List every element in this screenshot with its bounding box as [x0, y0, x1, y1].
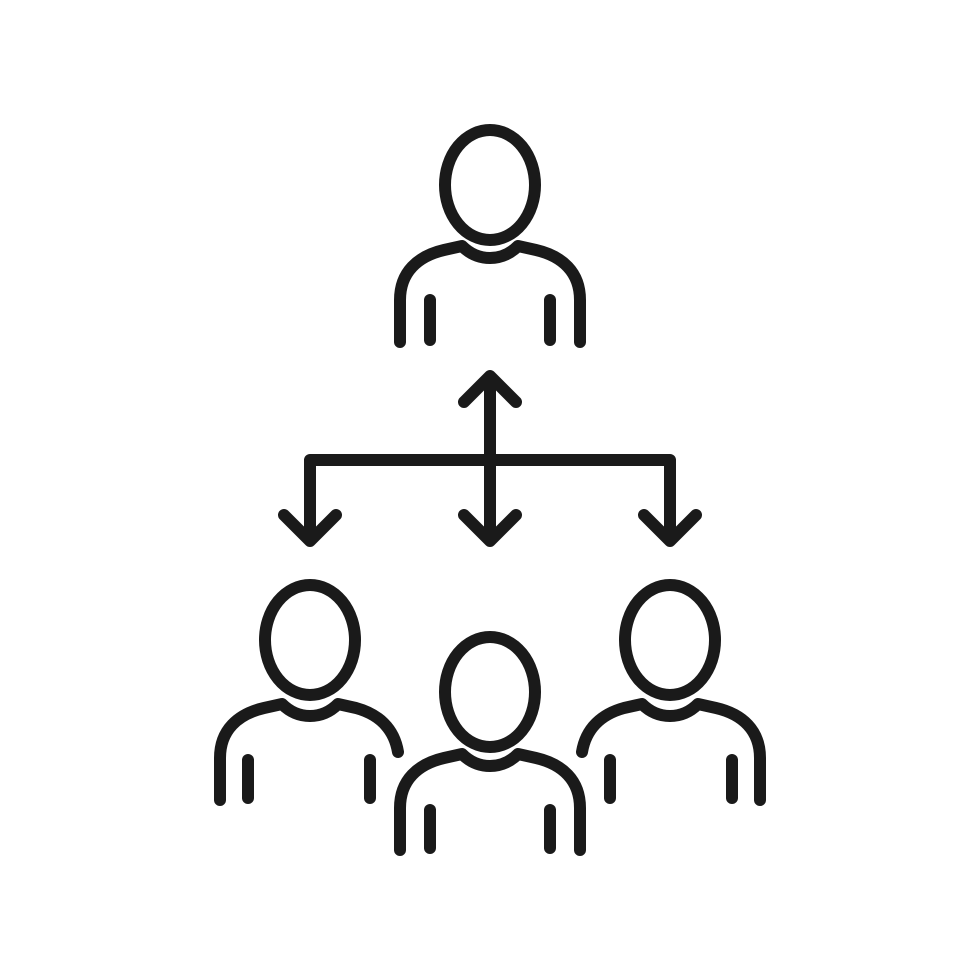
member-right-person-icon — [576, 579, 766, 806]
arrow-down-left-icon — [278, 509, 342, 547]
member-left-head — [259, 579, 361, 701]
leader-person-icon — [394, 124, 586, 348]
leader-head — [439, 124, 541, 246]
member-left-shoulders — [214, 698, 404, 806]
arrow-down-right-icon — [638, 509, 702, 547]
leader-shoulders — [394, 240, 586, 348]
member-right-shoulders — [576, 698, 766, 806]
hierarchy-connectors — [278, 370, 702, 547]
branch-horizontal-line — [304, 454, 676, 541]
member-center-person-icon — [394, 631, 586, 856]
member-center-shoulders — [394, 748, 586, 856]
arrow-down-center-icon — [458, 509, 522, 547]
member-center-head — [439, 631, 541, 753]
member-right-head — [619, 579, 721, 701]
member-left-person-icon — [214, 579, 404, 806]
